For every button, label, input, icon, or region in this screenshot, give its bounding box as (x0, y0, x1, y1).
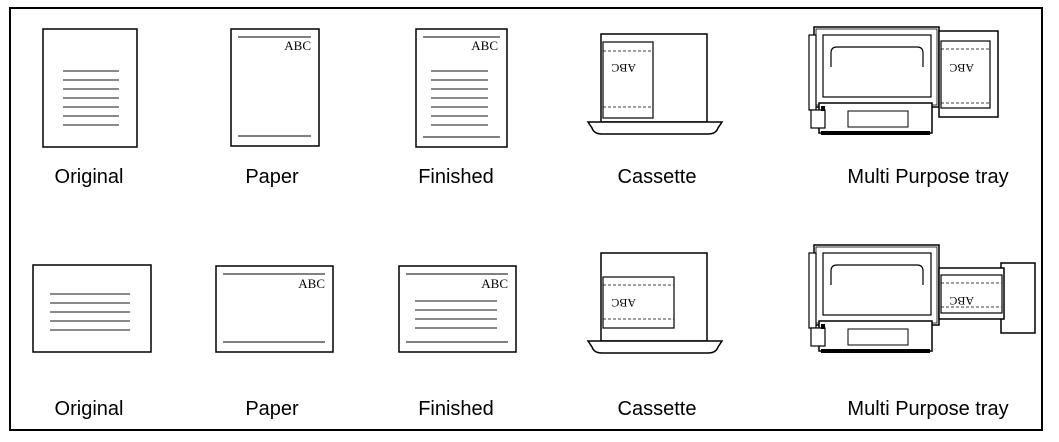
label-mp-tray: Multi Purpose tray (847, 166, 1009, 188)
mp-tray-abc-text: ABC (949, 294, 974, 308)
mp-tray-portrait-icon: ABC (808, 26, 999, 136)
mp-tray-abc-text: ABC (949, 61, 974, 75)
label-original: Original (54, 166, 124, 188)
label-paper: Paper (245, 166, 299, 188)
label-cassette: Cassette (617, 166, 697, 188)
mp-tray-landscape-icon: ABC (808, 244, 1036, 354)
paper-abc-text: ABC (298, 276, 325, 291)
figure-frame (9, 7, 1043, 431)
cassette-portrait-icon: ABC (586, 33, 724, 135)
original-landscape-icon (32, 264, 152, 353)
paper-landscape-icon: ABC (215, 265, 334, 353)
label-cassette: Cassette (617, 398, 697, 420)
finished-landscape-icon: ABC (398, 265, 517, 353)
cassette-abc-text: ABC (611, 296, 636, 310)
label-paper: Paper (245, 398, 299, 420)
paper-portrait-icon: ABC (230, 28, 320, 147)
label-original: Original (54, 398, 124, 420)
label-finished: Finished (418, 166, 494, 188)
finished-abc-text: ABC (481, 276, 508, 291)
cassette-landscape-icon: ABC (586, 252, 724, 354)
label-mp-tray: Multi Purpose tray (847, 398, 1009, 420)
finished-abc-text: ABC (471, 38, 498, 53)
finished-portrait-icon: ABC (415, 28, 508, 148)
paper-abc-text: ABC (284, 38, 311, 53)
label-finished: Finished (418, 398, 494, 420)
cassette-abc-text: ABC (611, 61, 636, 75)
original-portrait-icon (42, 28, 138, 148)
